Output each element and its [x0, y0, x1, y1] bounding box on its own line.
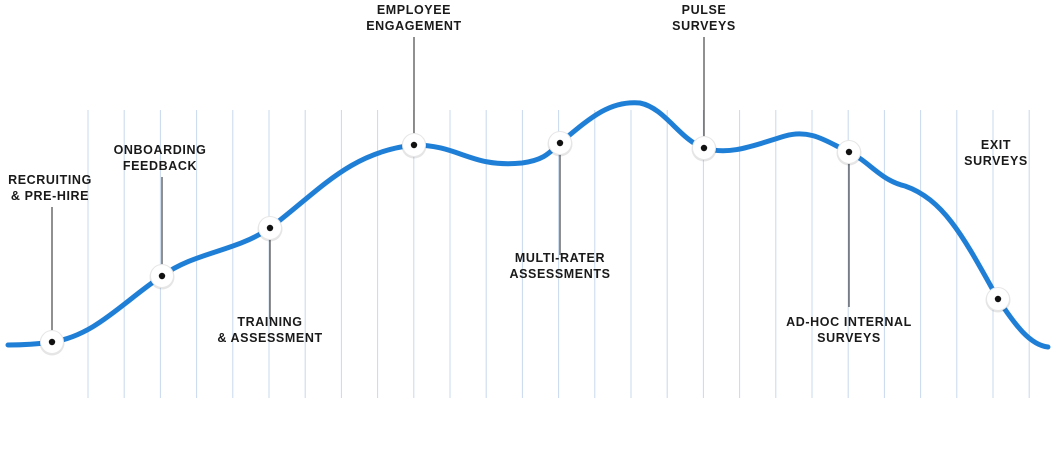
- label-line: EXIT: [981, 138, 1011, 152]
- marker-onboarding: [149, 264, 175, 290]
- label-line: TRAINING: [237, 315, 302, 329]
- marker-exit: [985, 287, 1011, 313]
- label-line: SURVEYS: [817, 331, 881, 345]
- label-line: ENGAGEMENT: [366, 19, 462, 33]
- marker-dot: [994, 295, 1002, 303]
- lifecycle-curve: [5, 100, 1051, 350]
- milestone-markers: [39, 131, 1011, 356]
- label-multi-rater: MULTI-RATER ASSESSMENTS: [509, 251, 610, 281]
- label-line: & ASSESSMENT: [217, 331, 322, 345]
- marker-dot: [410, 141, 418, 149]
- label-line: FEEDBACK: [123, 159, 197, 173]
- marker-dot: [158, 272, 166, 280]
- label-exit: EXIT SURVEYS: [964, 138, 1028, 168]
- marker-engagement: [401, 133, 427, 159]
- marker-dot: [845, 148, 853, 156]
- label-line: & PRE-HIRE: [11, 189, 89, 203]
- marker-recruiting: [39, 330, 65, 356]
- label-pulse: PULSE SURVEYS: [672, 3, 736, 33]
- marker-dot: [556, 139, 564, 147]
- marker-multi-rater: [547, 131, 573, 157]
- marker-ad-hoc: [836, 140, 862, 166]
- label-line: SURVEYS: [964, 154, 1028, 168]
- label-line: ONBOARDING: [114, 143, 207, 157]
- marker-training: [257, 216, 283, 242]
- marker-pulse: [691, 136, 717, 162]
- label-line: SURVEYS: [672, 19, 736, 33]
- label-line: MULTI-RATER: [515, 251, 605, 265]
- label-line: PULSE: [682, 3, 727, 17]
- label-onboarding: ONBOARDING FEEDBACK: [114, 143, 207, 173]
- label-training: TRAINING & ASSESSMENT: [217, 315, 322, 345]
- label-ad-hoc: AD-HOC INTERNAL SURVEYS: [786, 315, 912, 345]
- label-line: RECRUITING: [8, 173, 92, 187]
- label-line: AD-HOC INTERNAL: [786, 315, 912, 329]
- milestone-connectors: [51, 37, 850, 342]
- milestone-labels: RECRUITING & PRE-HIRE ONBOARDING FEEDBACK TR…: [8, 3, 1028, 345]
- label-engagement: EMPLOYEE ENGAGEMENT: [366, 3, 462, 33]
- vertical-grid-lines: [87, 110, 1030, 398]
- marker-dot: [700, 144, 708, 152]
- marker-dot: [48, 338, 56, 346]
- label-recruiting: RECRUITING & PRE-HIRE: [8, 173, 92, 203]
- label-line: EMPLOYEE: [377, 3, 451, 17]
- label-line: ASSESSMENTS: [509, 267, 610, 281]
- marker-dot: [266, 224, 274, 232]
